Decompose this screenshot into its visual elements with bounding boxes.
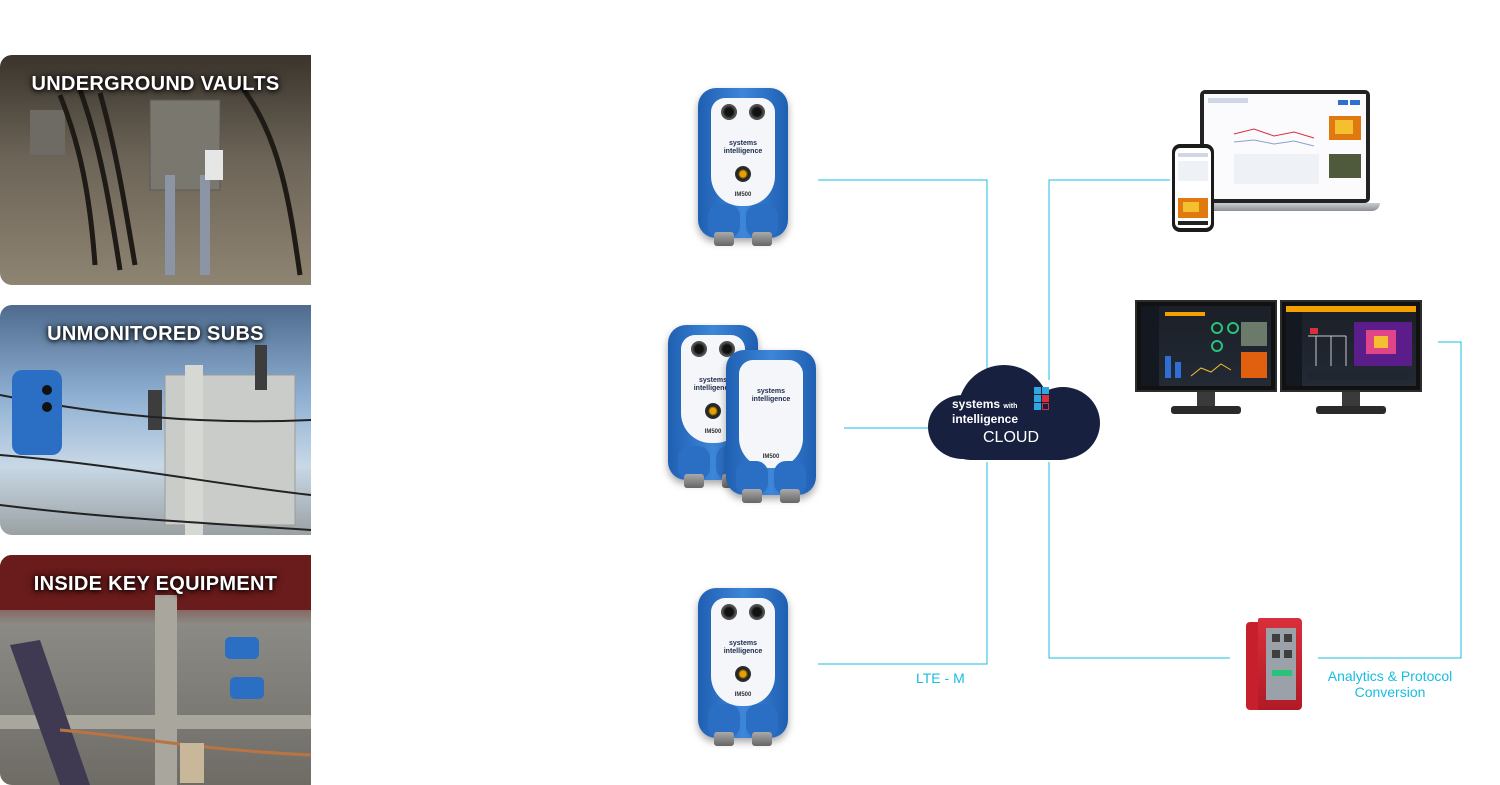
connector-icon xyxy=(752,232,772,246)
mounted-sensor-icon xyxy=(230,677,264,699)
line-gateway-to-monitors xyxy=(1318,341,1462,659)
panel-unmonitored-subs: UNMONITORED SUBS xyxy=(0,305,311,535)
panel-title: INSIDE KEY EQUIPMENT xyxy=(33,573,278,595)
mounted-sensor-icon xyxy=(225,637,259,659)
gateway-ports-graphic xyxy=(1272,634,1292,676)
line-sensor-top-to-cloud xyxy=(818,179,988,380)
equipment-photo-graphic xyxy=(0,555,311,785)
thermal-eye-icon xyxy=(735,666,751,682)
thermal-eye-icon xyxy=(705,403,721,419)
connector-icon xyxy=(752,732,772,746)
connector-icon xyxy=(780,489,800,503)
analytics-label: Analytics & Protocol Conversion xyxy=(1327,668,1453,700)
mounted-sensor-icon xyxy=(12,370,62,455)
sensor-model: IM500 xyxy=(762,454,780,460)
laptop-dashboard xyxy=(1190,90,1380,220)
monitor-screen-graphic xyxy=(1286,306,1416,386)
lens-icon xyxy=(719,341,735,357)
connector-icon xyxy=(742,489,762,503)
lte-label: LTE - M xyxy=(916,670,965,686)
monitor-right xyxy=(1280,300,1422,418)
phone-dashboard xyxy=(1172,144,1214,232)
panel-title: UNMONITORED SUBS xyxy=(47,323,264,345)
thermal-eye-icon xyxy=(735,166,751,182)
sensor-model: IM500 xyxy=(734,192,752,198)
sensor-device-top: systems intelligence IM500 xyxy=(698,88,788,246)
lens-icon xyxy=(721,104,737,120)
sensor-model: IM500 xyxy=(704,429,722,435)
panel-title: UNDERGROUND VAULTS xyxy=(31,73,280,95)
cloud-label: CLOUD xyxy=(983,429,1040,446)
connector-icon xyxy=(714,232,734,246)
line-cloud-to-laptop xyxy=(1048,179,1170,380)
lens-icon xyxy=(691,341,707,357)
sensor-device-bottom: systems intelligence IM500 xyxy=(698,588,788,746)
lens-icon xyxy=(749,604,765,620)
monitor-screen-graphic xyxy=(1141,306,1267,386)
sensor-device-middle-front: systems intelligence IM500 xyxy=(726,350,816,503)
substation-photo-graphic xyxy=(0,345,311,535)
sensor-brand: systems intelligence xyxy=(723,640,763,655)
connector-icon xyxy=(684,474,704,488)
connector-icon xyxy=(714,732,734,746)
dashboard-screen-graphic xyxy=(1208,98,1361,184)
panel-underground-vaults: UNDERGROUND VAULTS xyxy=(0,55,311,285)
monitor-left xyxy=(1135,300,1277,418)
vault-photo-graphic xyxy=(30,83,303,276)
sensor-brand: systems intelligence xyxy=(693,377,733,392)
line-sensor-bottom-to-cloud xyxy=(818,462,988,665)
lens-icon xyxy=(721,604,737,620)
sensor-brand: systems intelligence xyxy=(723,140,763,155)
sensor-model: IM500 xyxy=(734,692,752,698)
panel-inside-key-equipment: INSIDE KEY EQUIPMENT xyxy=(0,555,311,785)
cloud-brand: systems with intelligence xyxy=(952,397,1019,426)
line-cloud-to-gateway xyxy=(1048,462,1230,659)
cloud-node: systems with intelligence CLOUD xyxy=(928,365,1100,460)
protocol-gateway-device xyxy=(1246,618,1302,714)
lens-icon xyxy=(749,104,765,120)
sensor-brand: systems intelligence xyxy=(751,388,791,403)
phone-screen-graphic xyxy=(1178,153,1208,225)
